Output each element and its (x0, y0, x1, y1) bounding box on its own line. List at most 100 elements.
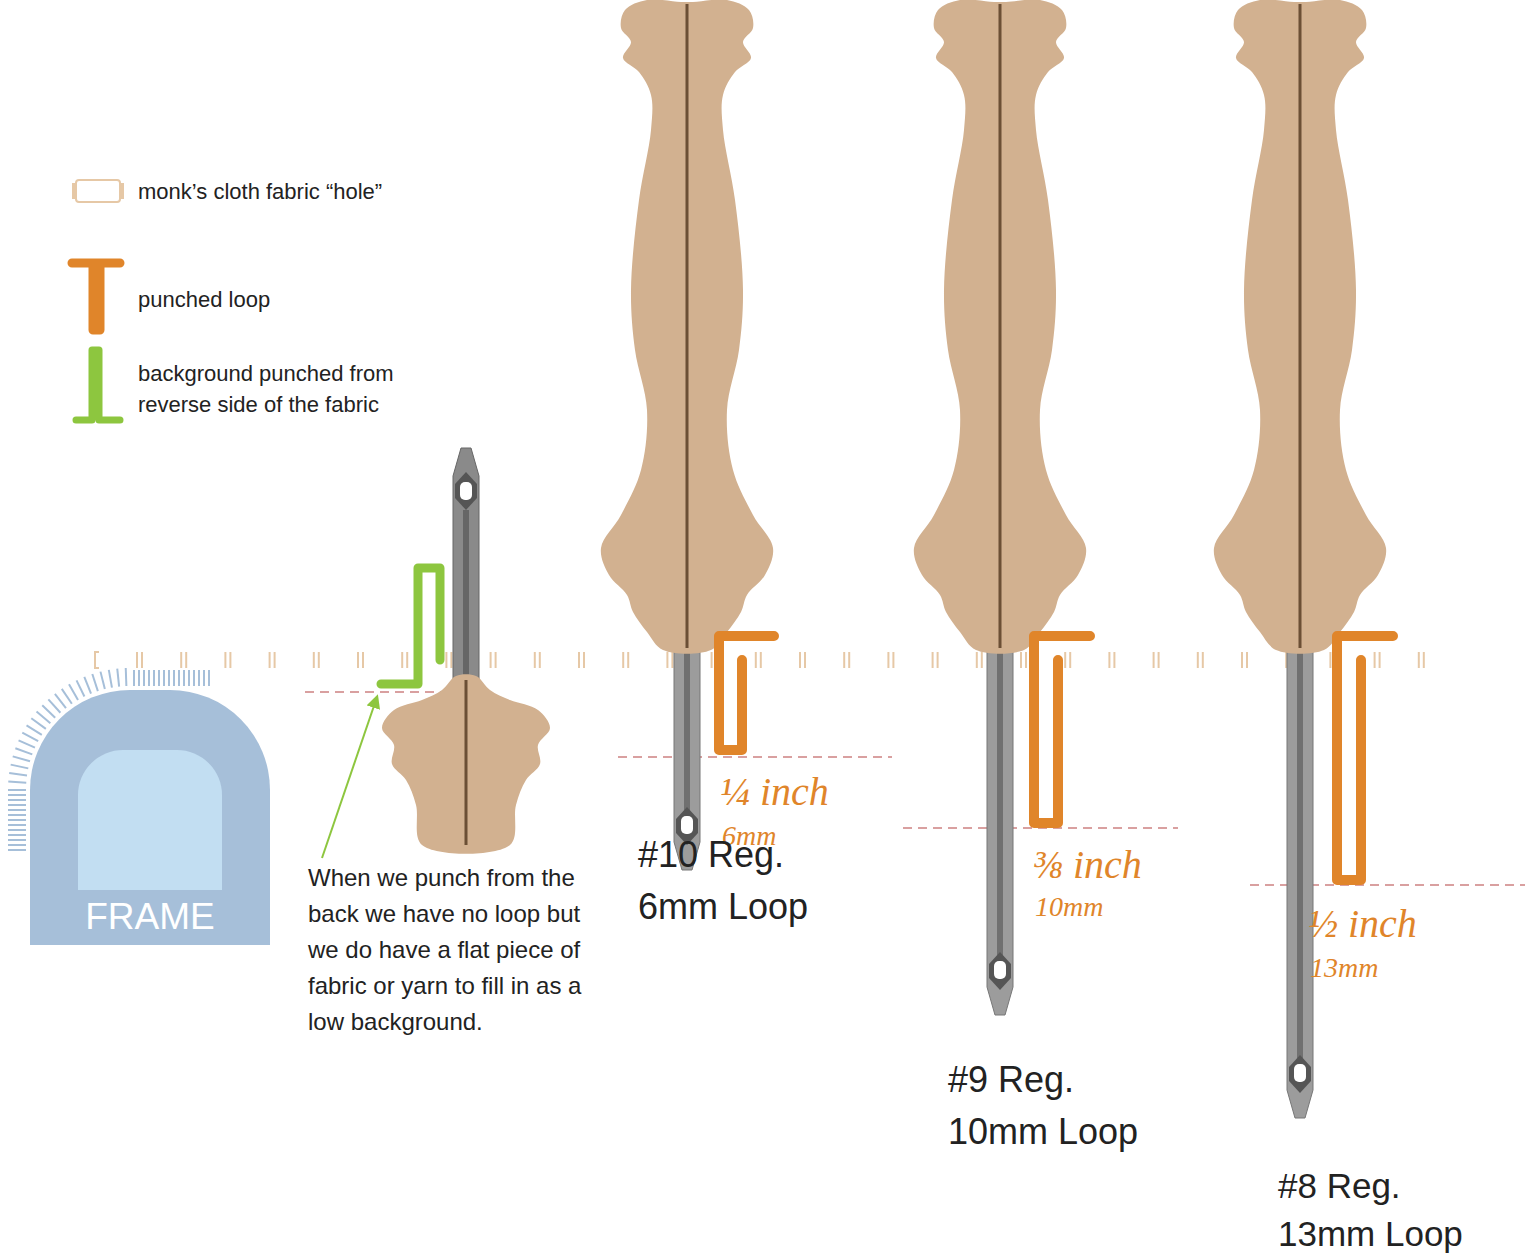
fringe-stroke (55, 694, 66, 708)
depth-line (618, 756, 892, 758)
note-text: When we punch from the back we have no l… (308, 860, 588, 1040)
fabric-hole (141, 652, 143, 668)
fabric-hole (848, 652, 850, 668)
fabric-hole (1418, 652, 1420, 668)
fabric-hole (892, 652, 894, 668)
hole-swatch (76, 180, 120, 202)
punch-tool (1214, 0, 1386, 1118)
fabric-hole (401, 652, 403, 668)
fringe-stroke (69, 684, 78, 700)
handle-seam (465, 680, 468, 845)
frame-label: FRAME (30, 896, 270, 938)
fabric-hole (1202, 652, 1204, 668)
handle-seam (999, 4, 1002, 648)
needle-size-label: #8 Reg. 13mm Loop (1278, 1162, 1498, 1258)
fringe-stroke (8, 829, 26, 831)
fringe-stroke (8, 781, 26, 782)
fringe-stroke (8, 789, 26, 791)
fringe-stroke (138, 670, 140, 686)
fringe-stroke (62, 689, 72, 704)
fabric-hole (666, 652, 668, 668)
fabric-hole (1329, 652, 1331, 668)
fringe-stroke (133, 670, 135, 686)
fabric-hole (180, 652, 182, 668)
fabric-holes (95, 652, 1424, 668)
needle-groove (463, 510, 469, 685)
fringe-stroke (19, 740, 35, 747)
fringe-stroke (173, 670, 175, 686)
fabric-hole (362, 652, 364, 668)
needle-shaft (453, 448, 479, 690)
fringe-stroke (143, 670, 145, 686)
needle-eye (1294, 1064, 1306, 1082)
fringe-stroke (77, 680, 85, 696)
needle-groove (684, 640, 690, 810)
fabric-hole (445, 652, 447, 668)
fabric-hole (229, 652, 231, 668)
fabric-hole (313, 652, 315, 668)
fabric-hole (755, 652, 757, 668)
legend-label: background punched from reverse side of … (138, 358, 448, 420)
fringe-stroke (8, 794, 26, 796)
fringe-stroke (148, 670, 150, 686)
fabric-hole (1069, 652, 1071, 668)
punched-loop (1034, 636, 1090, 823)
fringe-stroke (117, 669, 119, 687)
fringe-stroke (100, 672, 104, 689)
fringe-stroke (22, 733, 38, 741)
fabric-hole (495, 652, 497, 668)
fringe-stroke (168, 670, 170, 686)
needle-size-label: #9 Reg. 10mm Loop (948, 1054, 1168, 1158)
fringe-stroke (8, 809, 26, 811)
fringe-stroke (193, 670, 195, 686)
fabric-hole (185, 652, 187, 668)
fringe-stroke (8, 789, 26, 791)
handle-seam (1299, 4, 1302, 648)
fringe-stroke (8, 799, 26, 801)
fringe-stroke (8, 804, 26, 806)
fabric-hole (932, 652, 934, 668)
fabric-hole (937, 652, 939, 668)
fringe-stroke (31, 718, 46, 729)
tool-handle (914, 0, 1086, 654)
fabric-hole (1020, 652, 1022, 668)
fabric-hole (1241, 652, 1243, 668)
punch-tool (601, 0, 773, 870)
fabric-hole (1197, 652, 1199, 668)
background-swatch (76, 350, 120, 420)
frame-opening (78, 750, 222, 890)
fringe-stroke (13, 756, 30, 761)
fabric-hole (578, 652, 580, 668)
fringe-stroke (27, 725, 42, 735)
fabric-hole (622, 652, 624, 668)
fringe-stroke (84, 677, 91, 694)
hole-swatch-tick (72, 183, 76, 199)
fringe-stroke (48, 699, 60, 712)
fringe-stroke (178, 670, 180, 686)
needle-groove (1297, 640, 1303, 1058)
fabric-hole (799, 652, 801, 668)
fringe-stroke (153, 670, 155, 686)
punched-loop (1337, 636, 1393, 880)
fringe-stroke (8, 824, 26, 826)
fringe-stroke (109, 670, 112, 688)
fabric-hole (1379, 652, 1381, 668)
fabric-hole (843, 652, 845, 668)
fringe-stroke (125, 668, 128, 686)
fabric-hole (269, 652, 271, 668)
fabric-hole (490, 652, 492, 668)
fabric-hole (887, 652, 889, 668)
needle-eye (460, 482, 472, 500)
needle-shaft (987, 640, 1013, 1015)
hole-swatch-tick (120, 183, 124, 199)
fabric-hole (1025, 652, 1027, 668)
fabric-hole (1423, 652, 1425, 668)
needle-eye-rim (1289, 1055, 1311, 1093)
fringe-stroke (9, 773, 27, 776)
fringe-stroke (8, 844, 26, 846)
dimension-mm: 10mm (1035, 891, 1155, 923)
fringe-stroke (198, 670, 200, 686)
fabric-hole (981, 652, 983, 668)
needle-shaft (1287, 640, 1313, 1118)
fabric-hole (1064, 652, 1066, 668)
